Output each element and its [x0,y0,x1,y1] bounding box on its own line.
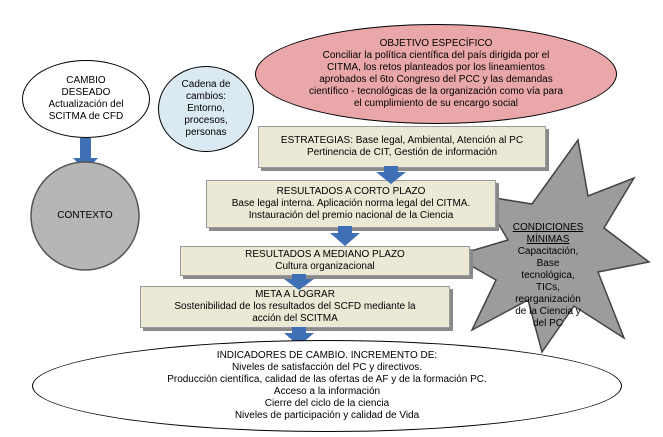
cadena-line-2: cambios: [185,91,226,102]
condiciones-title-1: CONDICIONES [512,222,584,233]
corto-line-2: Instauración del premio nacional de la C… [248,210,454,221]
objetivo-line-3: aprobados el 6to Congreso del PCC y las … [319,74,553,85]
resultados-mediano-plazo-box: RESULTADOS A MEDIANO PLAZO Cultura organ… [180,246,470,276]
cambio-line-1: CAMBIO [66,75,106,86]
condiciones-line-1: Capacitación, [517,246,579,257]
indicadores-line-2: Producción científica, calidad de las of… [167,374,487,385]
contexto-circle [30,161,140,271]
cambio-line-3: Actualización del [48,99,124,110]
cambio-line-2: DESEADO [61,87,111,98]
cadena-line-4: procesos, [184,115,228,126]
condiciones-line-2: Base [536,258,560,269]
indicadores-line-5: Niveles de participación y calidad de Vi… [234,410,420,421]
objetivo-line-4: científico - tecnológicas de la organiza… [308,86,564,97]
indicadores-line-4: Cierre del ciclo de la ciencia [264,398,390,409]
contexto-label: CONTEXTO [57,210,113,221]
estrategias-line-1: ESTRATEGIAS: Base legal, Ambiental, Aten… [280,135,524,146]
indicadores-cambio-ellipse: INDICADORES DE CAMBIO. INCREMENTO DE: Ni… [32,340,622,432]
meta-line-1: Sostenibilidad de los resultados del SCF… [174,301,416,312]
objetivo-title: OBJETIVO ESPECÍFICO [379,38,493,49]
resultados-corto-plazo-box: RESULTADOS A CORTO PLAZO Base legal inte… [206,180,496,228]
indicadores-line-1: Niveles de satisfacción del PC y directi… [231,362,423,373]
condiciones-line-5: reorganización [515,294,581,305]
estrategias-box: ESTRATEGIAS: Base legal, Ambiental, Aten… [258,126,546,168]
condiciones-line-4: TICs, [536,282,560,293]
objetivo-especifico-ellipse: OBJETIVO ESPECÍFICO Conciliar la polític… [255,24,617,124]
corto-title: RESULTADOS A CORTO PLAZO [276,186,426,197]
condiciones-line-3: tecnológica, [521,270,575,281]
condiciones-star [452,138,651,354]
condiciones-line-6: de la Ciencia y [515,306,581,317]
estrategias-line-2: Pertinencia de CIT, Gestión de informaci… [306,147,498,158]
cambio-deseado-ellipse: CAMBIO DESEADO Actualización del SCITMA … [22,60,150,138]
indicadores-title: INDICADORES DE CAMBIO. INCREMENTO DE: [216,350,438,361]
cadena-line-5: personas [185,127,227,138]
meta-title: META A LOGRAR [255,289,335,300]
mediano-line-1: Cultura organizacional [275,261,375,272]
cadena-line-1: Cadena de [181,79,231,90]
cadena-line-3: Entorno, [187,103,225,114]
condiciones-line-7: del PC [532,318,563,329]
cadena-cambios-ellipse: Cadena de cambios: Entorno, procesos, pe… [158,66,254,152]
meta-line-2: acción del SCITMA [252,313,338,324]
objetivo-line-5: el cumplimiento de su encargo social [354,98,518,109]
mediano-title: RESULTADOS A MEDIANO PLAZO [245,249,405,260]
condiciones-minimas-text: CONDICIONES MÍNIMAS Capacitación, Base t… [500,222,596,330]
corto-line-1: Base legal interna. Aplicación norma leg… [231,198,471,209]
meta-a-lograr-box: META A LOGRAR Sostenibilidad de los resu… [140,286,450,328]
objetivo-line-1: Conciliar la política científica del paí… [322,50,550,61]
condiciones-title-2: MÍNIMAS [526,234,570,245]
indicadores-line-3: Acceso a la información [273,386,381,397]
objetivo-line-2: CITMA, los retos planteados por los line… [327,62,545,73]
cambio-line-4: SCITMA de CFD [48,111,124,122]
